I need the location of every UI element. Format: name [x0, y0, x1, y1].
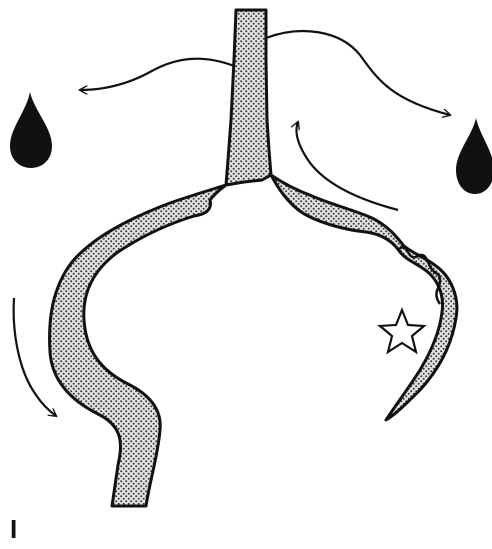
teardrop-right [456, 118, 492, 194]
left-vessel-branch [50, 185, 226, 506]
arrow-upper-right [266, 31, 450, 115]
right-vessel-branch [271, 175, 457, 420]
arrow-upper-left [80, 59, 234, 90]
top-vessel-trunk [226, 10, 271, 185]
teardrop-left [10, 92, 52, 168]
panel-label: I [10, 516, 17, 542]
star-icon [380, 310, 424, 352]
